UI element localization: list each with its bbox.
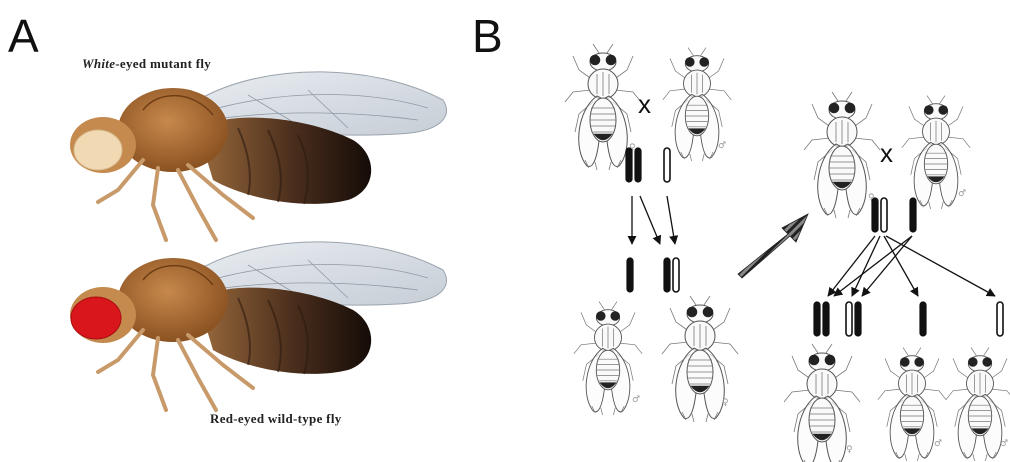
mutant-caption: White-eyed mutant fly: [82, 56, 211, 71]
generation-arrow: [738, 214, 808, 278]
f2-male-a-sex: ♂: [934, 439, 942, 449]
f1-female-x2: [673, 258, 679, 292]
f2-female-sex: ♀: [846, 445, 853, 455]
mutant-caption-rest: -eyed mutant fly: [115, 56, 211, 71]
f1-female-x1: [664, 258, 670, 292]
f2-male-b-x: [997, 302, 1003, 336]
p-chromosomes: [626, 148, 670, 182]
panel-a-letter: A: [8, 10, 39, 62]
f2-arrows: [828, 236, 995, 296]
f1-male-x: [627, 258, 633, 292]
arrow-3: [667, 196, 675, 244]
f2-female-a-x2: [823, 302, 829, 336]
f1-female-sex: ♀: [722, 398, 729, 408]
cross-1-symbol: x: [638, 89, 651, 119]
wildtype-caption: Red-eyed wild-type fly: [210, 411, 342, 426]
cross2-female-x1: [872, 198, 878, 232]
cross-2-symbol: x: [880, 138, 893, 168]
panel-b-letter: B: [472, 10, 503, 62]
f2-female-b-x1: [846, 302, 852, 336]
f2-female-a-x1: [814, 302, 820, 336]
red-eye: [71, 297, 121, 339]
f2-male-a-x: [920, 302, 926, 336]
arrow-2: [640, 196, 660, 244]
p-female-x1: [626, 148, 632, 182]
white-eye: [74, 130, 122, 170]
f2-female-b-x2: [855, 302, 861, 336]
cross2-female-x2: [881, 198, 887, 232]
mutant-caption-italic: White: [82, 56, 115, 71]
cross2-male-x: [910, 198, 916, 232]
f2-male-b-sex: ♂: [1000, 439, 1008, 449]
p-male-x-white: [664, 148, 670, 182]
p-female-x2: [635, 148, 641, 182]
red-eyed-fly-illustration: [70, 242, 447, 410]
f1-cross-male-sex: ♂: [958, 189, 966, 199]
white-eyed-fly-illustration: [70, 72, 447, 240]
p-male-sex: ♂: [718, 141, 726, 151]
f1-male-sex: ♂: [632, 395, 640, 405]
